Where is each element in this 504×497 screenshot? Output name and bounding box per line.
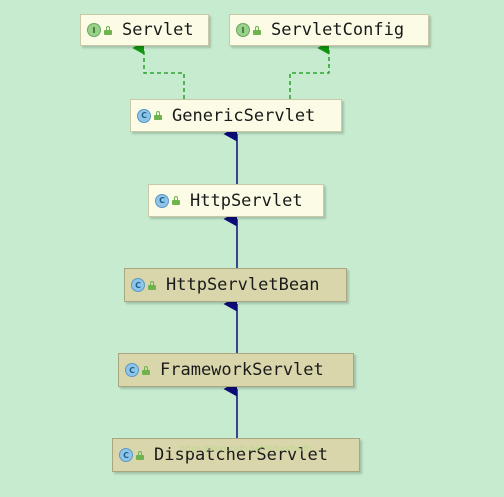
lock-icon [142,365,150,375]
node-label-httpservlet: HttpServlet [190,190,303,211]
edge-genericservlet-to-servletconfig [289,41,330,99]
node-label-httpservletbean: HttpServletBean [166,275,320,295]
edge-genericservlet-to-servlet [132,41,185,99]
node-frameworkservlet[interactable]: C FrameworkServlet [118,353,354,387]
watermark: https://blog.csdn.net/YuExaYouth [180,444,312,453]
node-dispatcherservlet[interactable]: C DispatcherServlet [112,438,360,472]
node-label-frameworkservlet: FrameworkServlet [160,360,324,380]
node-servlet[interactable]: I Servlet [80,14,209,46]
class-icon: C [155,193,169,208]
lock-icon [148,280,156,290]
lock-icon [154,111,162,120]
class-icon: C [131,278,145,292]
lock-icon [136,450,144,460]
lock-icon [172,196,180,205]
interface-icon: I [87,23,101,37]
node-label-genericservlet: GenericServlet [172,105,316,126]
node-label-servlet: Servlet [122,20,194,40]
class-icon: C [137,108,151,123]
node-label-dispatcherservlet: DispatcherServlet [154,445,328,465]
lock-icon [253,25,261,35]
node-httpservlet[interactable]: C HttpServlet [148,184,324,217]
node-label-servletconfig: ServletConfig [271,20,405,40]
lock-icon [104,25,112,35]
node-genericservlet[interactable]: C GenericServlet [130,99,342,132]
node-httpservletbean[interactable]: C HttpServletBean [124,268,347,302]
class-icon: C [119,448,133,462]
class-icon: C [125,363,139,377]
node-servletconfig[interactable]: I ServletConfig [229,14,429,46]
interface-icon: I [236,23,250,37]
